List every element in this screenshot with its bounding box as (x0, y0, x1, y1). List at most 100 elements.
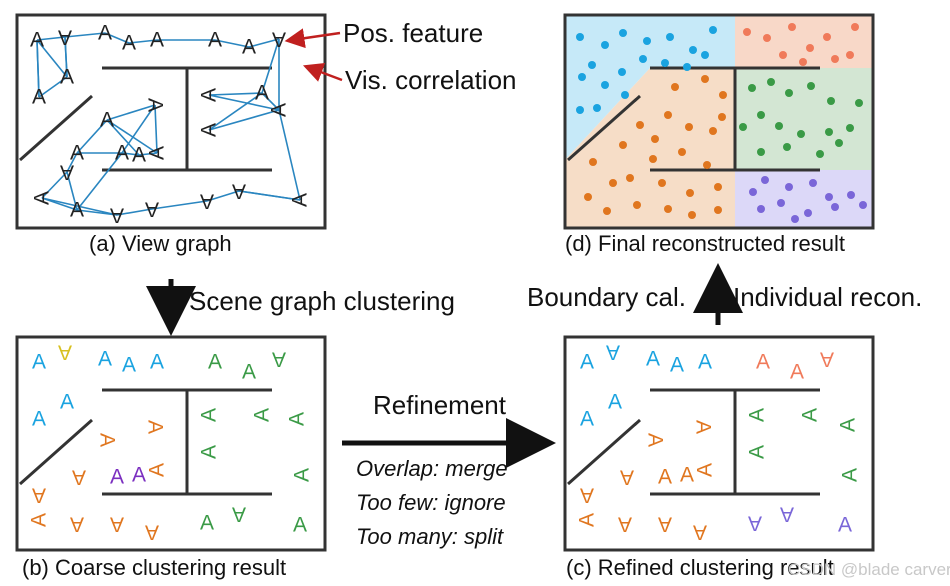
point (757, 111, 765, 119)
point (799, 58, 807, 66)
point (767, 78, 775, 86)
camera-glyph: A (580, 484, 594, 507)
point (851, 23, 859, 31)
point (777, 199, 785, 207)
point (714, 183, 722, 191)
camera-glyph: A (144, 98, 167, 112)
camera-glyph: A (291, 468, 314, 482)
camera-glyph: A (748, 512, 762, 535)
graph-edge (278, 109, 301, 201)
point (827, 97, 835, 105)
camera-glyph: A (146, 146, 169, 160)
camera-glyph: A (200, 190, 214, 213)
graph-edge (64, 36, 68, 78)
point (743, 28, 751, 36)
graph-edge (206, 190, 240, 202)
point (685, 123, 693, 131)
camera-glyph: A (32, 408, 46, 431)
camera-glyph: A (96, 433, 119, 447)
camera-glyph: A (122, 32, 136, 55)
camera-glyph: A (30, 29, 44, 52)
graph-edge (121, 104, 156, 154)
individual-recon-label: Individual recon. (733, 282, 922, 312)
camera-glyph: A (242, 361, 256, 384)
region-green (735, 68, 873, 170)
camera-glyph: A (268, 103, 291, 117)
camera-glyph: A (698, 351, 712, 374)
camera-glyph: A (132, 464, 146, 487)
camera-glyph: A (746, 445, 769, 459)
camera-glyph: A (115, 142, 129, 165)
camera-glyph: A (286, 412, 309, 426)
point (775, 122, 783, 130)
camera-glyph: A (658, 466, 672, 489)
camera-glyph: A (746, 408, 769, 422)
graph-edge (36, 39, 40, 98)
visual-correlation-edges (36, 32, 301, 216)
graph-edge (261, 38, 280, 94)
camera-glyph: A (658, 513, 672, 536)
point (739, 123, 747, 131)
point (761, 176, 769, 184)
graph-edge (138, 152, 158, 156)
point (779, 51, 787, 59)
camera-glyph: A (32, 484, 46, 507)
point (788, 23, 796, 31)
panel-d-caption: (d) Final reconstructed result (565, 231, 845, 256)
pos-feature-label: Pos. feature (343, 18, 483, 48)
camera-glyph: A (620, 466, 634, 489)
graph-edge (121, 152, 140, 156)
point (757, 148, 765, 156)
camera-glyph: A (293, 514, 307, 537)
point (671, 83, 679, 91)
scene-graph-clustering-label: Scene graph clustering (189, 286, 455, 316)
point (749, 188, 757, 196)
graph-edge (208, 92, 263, 131)
point (825, 128, 833, 136)
point (593, 104, 601, 112)
camera-glyph: A (837, 418, 860, 432)
point (807, 82, 815, 90)
camera-glyph: A (838, 514, 852, 537)
camera-glyph: A (150, 29, 164, 52)
camera-glyph: A (98, 22, 112, 45)
graph-edge (116, 208, 153, 216)
panel-c-frame (563, 335, 875, 552)
panel-c-walls (567, 388, 820, 496)
point (664, 205, 672, 213)
camera-glyph: A (580, 408, 594, 431)
point (783, 143, 791, 151)
graph-edge (41, 171, 68, 199)
graph-edge (261, 92, 280, 111)
point (791, 215, 799, 223)
camera-glyph: A (110, 513, 124, 536)
camera-glyph: A (799, 408, 822, 422)
camera-glyph: A (208, 351, 222, 374)
graph-edge (64, 32, 106, 38)
point (809, 179, 817, 187)
camera-glyph: A (251, 408, 274, 422)
legend-annotations: Pos. feature Vis. correlation (284, 18, 517, 95)
camera-glyph: A (132, 144, 146, 167)
point (661, 59, 669, 67)
graph-edge (208, 92, 263, 96)
graph-edge (36, 39, 68, 78)
graph-edge (106, 104, 156, 121)
camera-glyph: A (670, 354, 684, 377)
point (649, 155, 657, 163)
camera-glyph: A (60, 161, 74, 184)
camera-glyph: A (272, 348, 286, 371)
graph-edge (208, 109, 280, 131)
camera-glyph: A (70, 142, 84, 165)
point (578, 73, 586, 81)
camera-glyph: A (694, 463, 717, 477)
camera-glyph: A (198, 123, 221, 137)
camera-glyph: A (200, 512, 214, 535)
point (643, 37, 651, 45)
graph-edge (238, 190, 301, 201)
scene-graph-clustering-arrow: Scene graph clustering (146, 279, 455, 336)
